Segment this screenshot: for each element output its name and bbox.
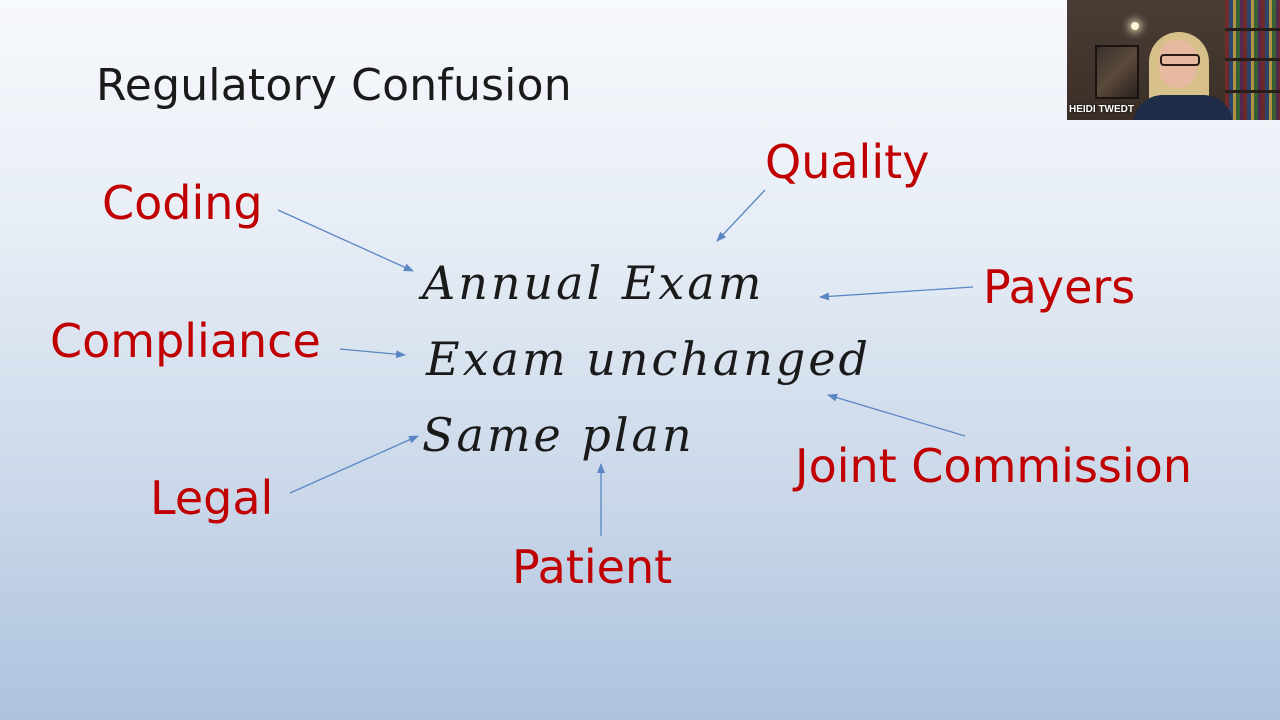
participant-name-label: HEIDI TWEDT [1069, 104, 1134, 115]
ceiling-light [1131, 22, 1139, 30]
shelf-divider [1225, 58, 1280, 61]
label-payers: Payers [983, 260, 1136, 314]
arrow-joint-commission [827, 393, 966, 437]
center-line-same-plan: Same plan [422, 408, 695, 462]
arrow-quality [716, 189, 766, 242]
label-patient: Patient [512, 540, 673, 594]
slide-title: Regulatory Confusion [96, 60, 572, 111]
arrow-payers [819, 286, 974, 301]
shelf-divider [1225, 90, 1280, 93]
webcam-video-tile[interactable]: HEIDI TWEDT [1067, 0, 1280, 120]
arrow-legal [289, 435, 419, 494]
shelf-divider [1225, 28, 1280, 31]
participant-glasses [1160, 54, 1200, 66]
center-line-exam-unchanged: Exam unchanged [426, 332, 871, 386]
label-joint-commission: Joint Commission [795, 439, 1192, 493]
arrow-coding [277, 209, 414, 272]
label-compliance: Compliance [50, 314, 321, 368]
wall-painting [1095, 45, 1139, 99]
label-coding: Coding [102, 176, 263, 230]
label-quality: Quality [765, 135, 930, 189]
center-line-annual-exam: Annual Exam [422, 256, 765, 310]
arrow-compliance [339, 348, 406, 359]
participant-body [1133, 95, 1233, 120]
label-legal: Legal [150, 471, 274, 525]
